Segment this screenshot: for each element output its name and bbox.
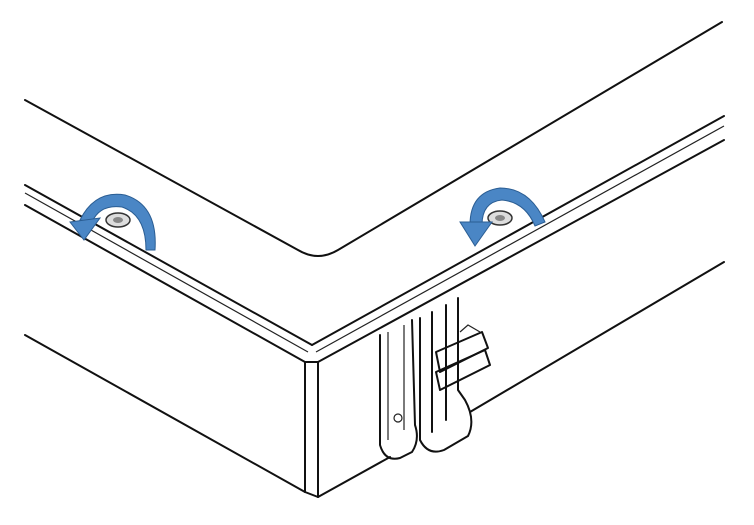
- side-right-bottom-2: [469, 261, 725, 413]
- mounting-clip-icon: [419, 297, 491, 453]
- rim-edge-left-1: [24, 184, 313, 346]
- rotate-arrow-icon: [459, 187, 546, 247]
- rim-edge-left-3: [24, 204, 306, 363]
- top-surface-outline: [24, 21, 723, 257]
- mounting-clip-icon: [379, 319, 418, 460]
- side-left-bottom: [24, 334, 306, 493]
- rim-edge-right-3: [317, 139, 725, 363]
- screw-icon: [487, 210, 513, 226]
- screw-icon: [105, 212, 131, 228]
- side-right-bottom: [317, 456, 391, 498]
- rim-edge-right-1: [311, 115, 725, 346]
- rotate-arrow-icon: [69, 193, 156, 251]
- rim-edge-left-2: [24, 192, 309, 353]
- corner-bottom: [304, 491, 319, 498]
- rim-edge-right-2: [315, 125, 725, 353]
